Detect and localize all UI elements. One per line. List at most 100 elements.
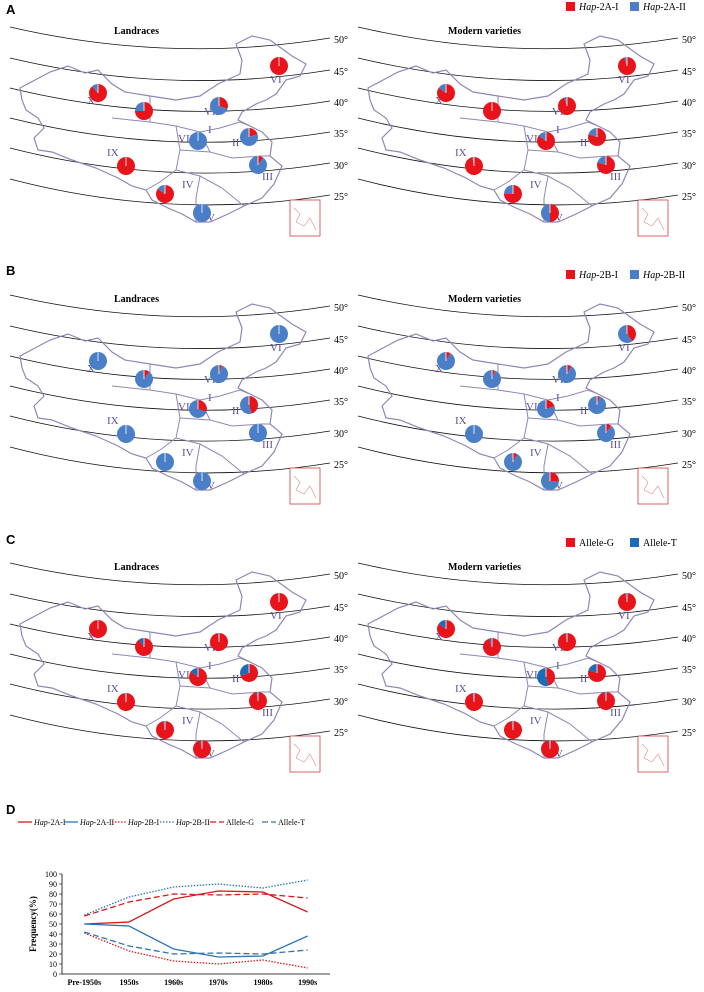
panel-letter-a: A — [6, 2, 16, 17]
series-line-hap-2a-i — [84, 890, 308, 925]
pie-vi — [618, 593, 636, 611]
region-label-vi: VI — [270, 74, 282, 86]
latitude-arc — [357, 294, 679, 318]
region-label-ii: II — [232, 405, 240, 417]
pie-slice-first — [546, 668, 555, 686]
pie-i — [537, 400, 555, 418]
region-label-x: X — [87, 631, 95, 643]
latitude-arc — [9, 325, 331, 349]
latitude-label: 40° — [334, 634, 348, 645]
pie-vii — [558, 97, 576, 115]
region-label-ii: II — [232, 137, 240, 149]
latitude-arc — [9, 178, 331, 206]
pie-viii-north — [135, 102, 153, 120]
region-border — [145, 125, 181, 191]
x-tick-label: 1980s — [253, 978, 272, 987]
region-label-ii: II — [580, 137, 588, 149]
latitude-label: 40° — [682, 366, 696, 377]
legend-label: Allele-G — [579, 538, 614, 549]
region-border — [219, 657, 251, 665]
pie-slice-first — [219, 365, 222, 374]
legend-label: Hap-2A-II — [642, 2, 686, 13]
pie-x — [89, 352, 107, 370]
latitude-label: 30° — [334, 429, 348, 440]
pie-slice-second — [618, 325, 633, 343]
pie-slice-first — [258, 156, 264, 165]
region-border — [459, 385, 569, 401]
latitude-arc — [357, 26, 679, 50]
latitude-label: 35° — [682, 665, 696, 676]
pie-slice-first — [513, 453, 518, 462]
latitude-arc — [357, 683, 679, 710]
region-border — [493, 661, 529, 727]
pie-slice-second — [472, 693, 474, 702]
map-modern-a: 50°45°40°35°30°25°Modern varietiesXVIVII… — [357, 26, 696, 237]
y-tick-label: 10 — [49, 960, 57, 969]
region-label-i: I — [556, 124, 560, 136]
region-label-v: V — [207, 748, 215, 760]
latitude-label: 35° — [334, 129, 348, 140]
chart-legend-label: Hap-2A-I — [33, 818, 66, 827]
region-label-iii: III — [610, 171, 621, 183]
region-label-ii: II — [580, 673, 588, 685]
region-border — [459, 653, 569, 669]
latitude-label: 30° — [682, 697, 696, 708]
region-label-v: V — [555, 748, 563, 760]
pie-ii — [588, 664, 606, 682]
latitude-arc — [357, 562, 679, 586]
pie-slice-first — [550, 204, 559, 222]
pie-slice-second — [565, 633, 567, 642]
latitude-arc — [9, 446, 331, 474]
region-border — [523, 437, 593, 475]
map-modern-c: 50°45°40°35°30°25°Modern varietiesXVIVII… — [357, 562, 696, 773]
pie-slice-second — [511, 721, 513, 730]
latitude-arc — [9, 683, 331, 710]
pie-slice-first — [219, 97, 229, 109]
pie-slice-second — [200, 740, 202, 749]
region-label-i: I — [556, 660, 560, 672]
pie-i — [189, 400, 208, 418]
pie-ix — [117, 425, 135, 443]
region-label-ix: IX — [455, 683, 467, 695]
y-tick-label: 70 — [49, 900, 57, 909]
pie-x — [437, 620, 455, 638]
legend-swatch — [630, 538, 639, 547]
pie-viii-north — [483, 638, 501, 656]
y-tick-label: 50 — [49, 920, 57, 929]
map-landraces-c: 50°45°40°35°30°25°LandracesXVIVIIVIIIIII… — [9, 562, 348, 773]
pie-viii-north — [483, 370, 501, 388]
latitude-arc — [9, 415, 331, 442]
pie-slice-first — [567, 365, 572, 374]
pie-slice-second — [504, 185, 513, 194]
region-label-vi: VI — [618, 610, 630, 622]
latitude-arc — [357, 446, 679, 474]
pie-x — [89, 620, 107, 638]
pie-slice-second — [604, 692, 606, 701]
inset-islands — [641, 475, 665, 499]
region-border — [175, 437, 245, 475]
region-border — [219, 389, 251, 397]
chart-legend-label: Allele-G — [226, 818, 254, 827]
pie-vii — [558, 633, 577, 651]
pie-v — [193, 740, 212, 758]
latitude-arc — [357, 714, 679, 742]
latitude-arc — [9, 57, 331, 81]
pie-iii — [249, 156, 268, 174]
region-border — [567, 121, 599, 129]
region-label-iv: IV — [182, 179, 194, 191]
region-border — [459, 117, 569, 133]
region-label-iii: III — [610, 439, 621, 451]
chart-legend-label: Allele-T — [278, 818, 305, 827]
map-title: Landraces — [114, 26, 159, 37]
pie-slice-second — [138, 638, 144, 647]
latitude-label: 45° — [682, 67, 696, 78]
region-label-v: V — [555, 212, 563, 224]
latitude-label: 30° — [334, 697, 348, 708]
y-tick-label: 0 — [53, 970, 57, 979]
region-border — [547, 399, 618, 427]
latitude-label: 25° — [334, 460, 348, 471]
pie-iv — [156, 453, 174, 471]
pie-vi — [618, 57, 636, 75]
pie-slice-first — [492, 370, 495, 379]
region-border — [175, 705, 245, 743]
